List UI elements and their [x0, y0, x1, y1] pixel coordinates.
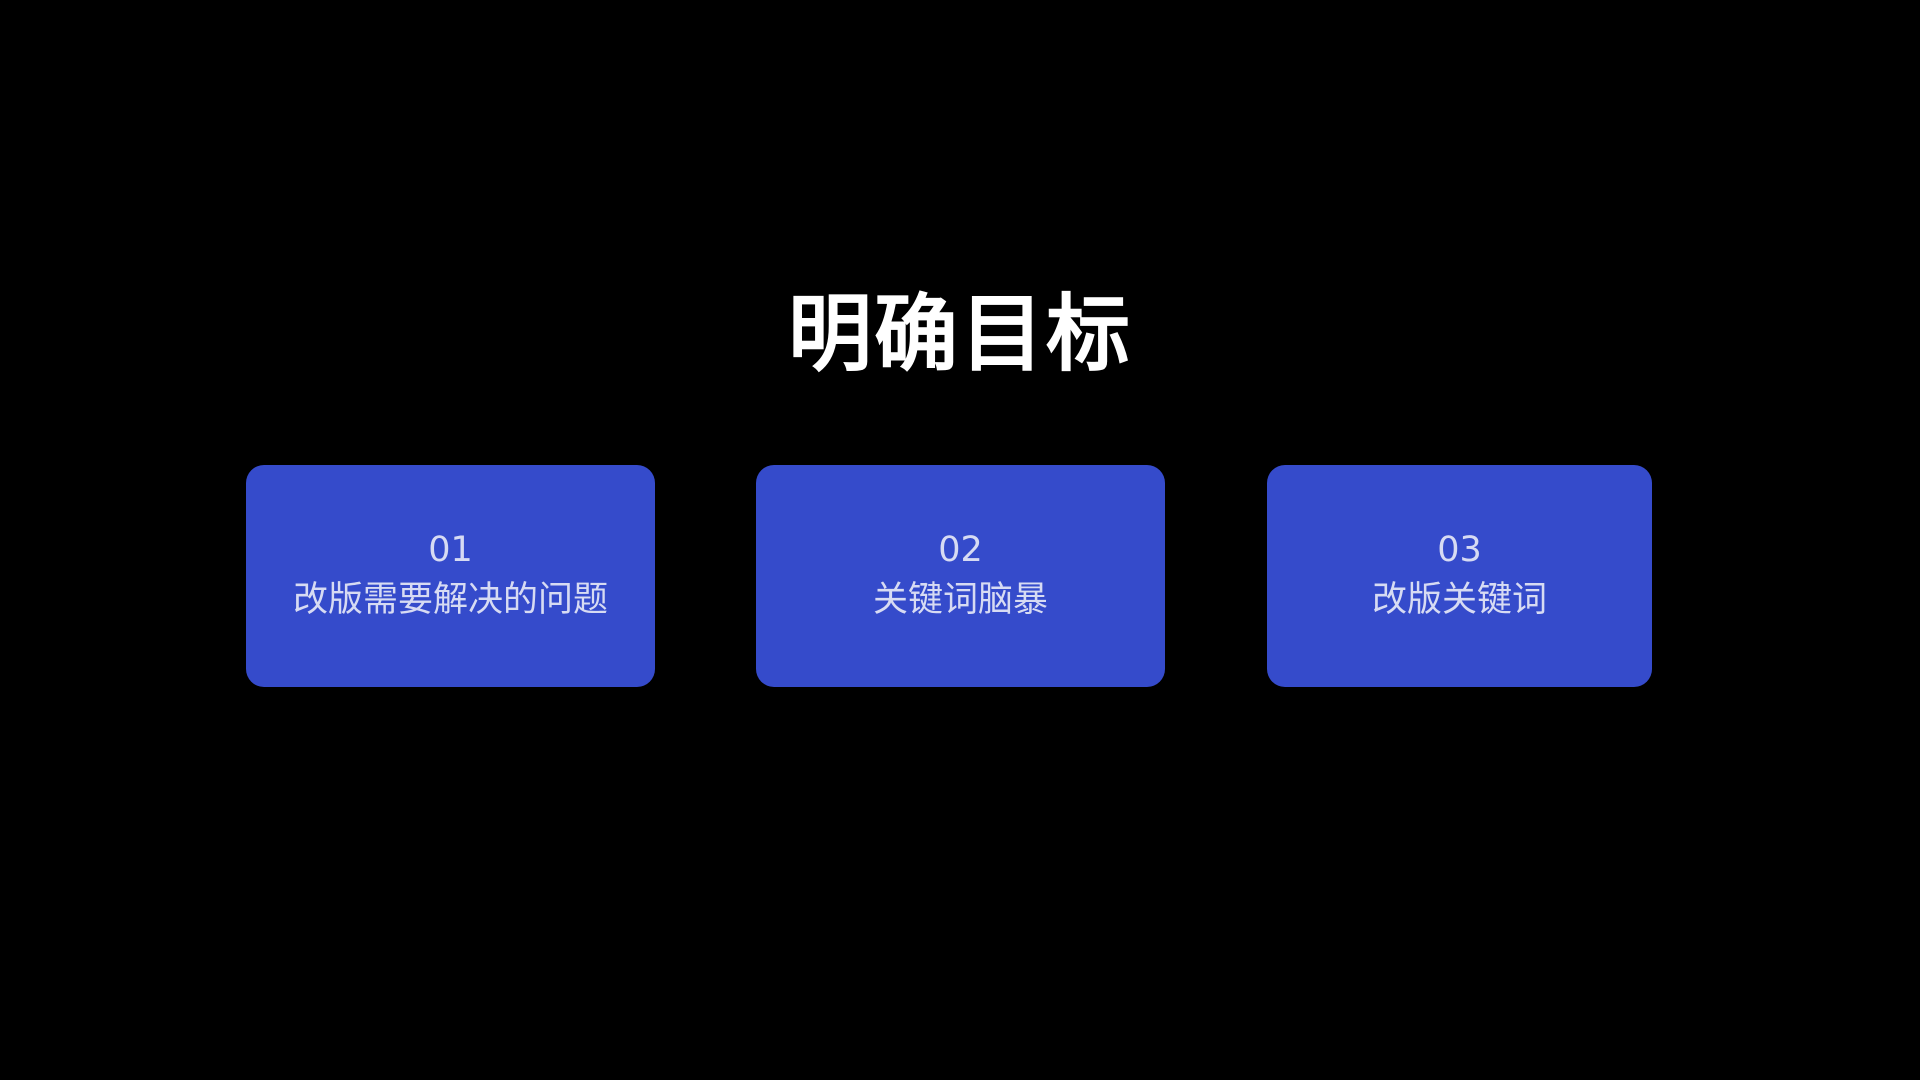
card-number: 01	[428, 530, 473, 570]
card-label: 改版关键词	[1371, 580, 1547, 620]
card-2: 02 关键词脑暴	[756, 465, 1165, 687]
card-number: 03	[1437, 530, 1482, 570]
card-label: 改版需要解决的问题	[292, 580, 608, 620]
card-label: 关键词脑暴	[872, 580, 1048, 620]
card-number: 02	[938, 530, 983, 570]
page-title: 明确目标	[787, 285, 1132, 383]
card-3: 03 改版关键词	[1267, 465, 1652, 687]
card-1: 01 改版需要解决的问题	[246, 465, 655, 687]
